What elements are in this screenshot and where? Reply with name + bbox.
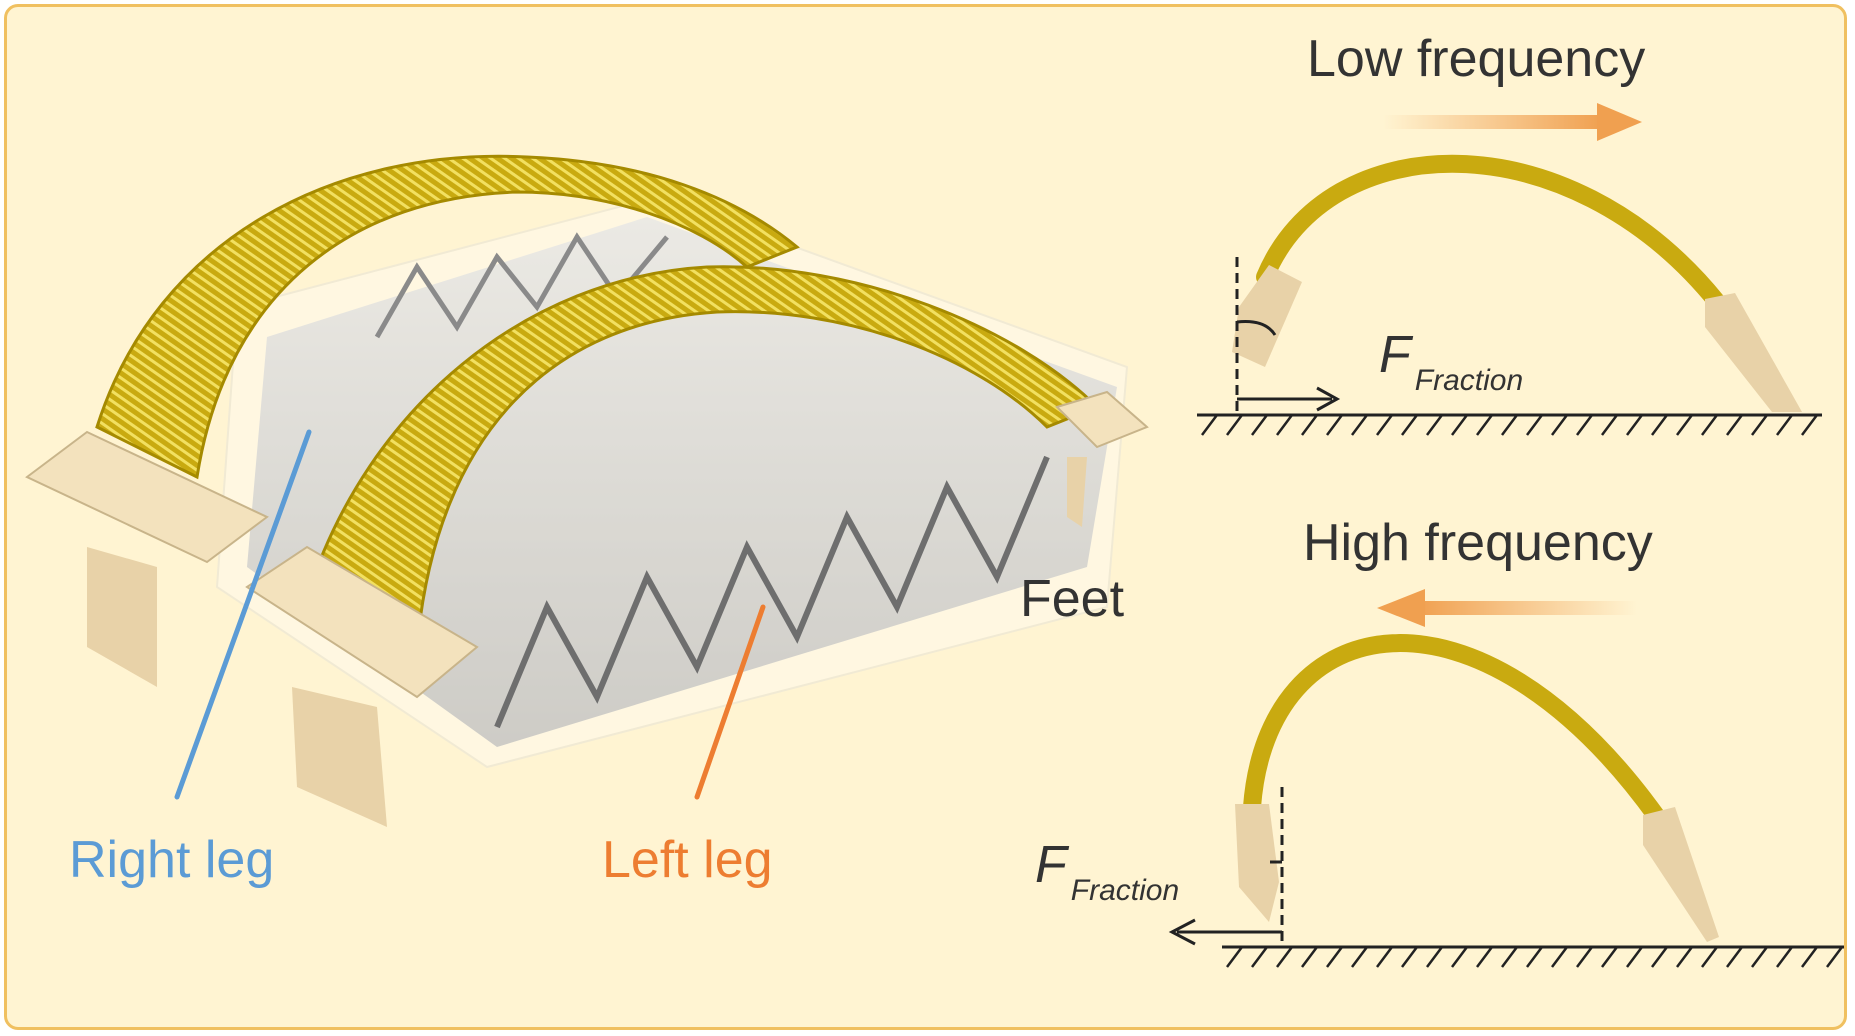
rear-arch: [95, 154, 800, 480]
angle-arc-low: [1236, 320, 1277, 336]
feet-label: Feet: [1020, 570, 1125, 628]
ground-hatch-icon: [1197, 413, 1822, 436]
right-foot-low: [1705, 293, 1802, 412]
low-frequency-title: Low frequency: [1307, 30, 1646, 88]
high-frequency-title: High frequency: [1303, 514, 1653, 572]
foot-right: [1055, 390, 1149, 527]
force-subscript: Fraction: [1414, 364, 1524, 397]
force-symbol: F: [1379, 326, 1411, 384]
right-foot-high: [1643, 807, 1719, 942]
foot-rear: [25, 430, 269, 687]
zigzag-fold-front: [494, 455, 1050, 729]
friction-force-arrow-icon: [1237, 386, 1341, 412]
robot-illustration: [25, 103, 1844, 968]
left-leg-label: Left leg: [602, 831, 773, 889]
high-frequency-schematic: [1168, 589, 1844, 968]
direction-arrow-right-icon: [1383, 103, 1642, 141]
low-frequency-schematic: [1197, 103, 1822, 436]
arch-high: [1243, 634, 1666, 826]
force-subscript: Fraction: [1070, 874, 1180, 907]
right-leg-callout-line: [174, 429, 312, 800]
robot-body: [247, 217, 1117, 747]
direction-arrow-left-icon: [1377, 589, 1637, 627]
force-symbol: F: [1035, 836, 1067, 894]
foot-front: [245, 545, 479, 827]
figure-frame: Low frequency High frequency Feet Right …: [4, 4, 1847, 1030]
ground-hatch-icon: [1222, 945, 1844, 968]
left-foot-low: [1232, 265, 1302, 367]
robot-3d-model: [25, 154, 1149, 827]
left-leg-callout-line: [694, 604, 766, 800]
right-leg-label: Right leg: [69, 831, 275, 889]
friction-force-arrow-icon: [1168, 918, 1282, 946]
arch-low: [1256, 154, 1726, 311]
left-foot-high: [1235, 804, 1279, 922]
